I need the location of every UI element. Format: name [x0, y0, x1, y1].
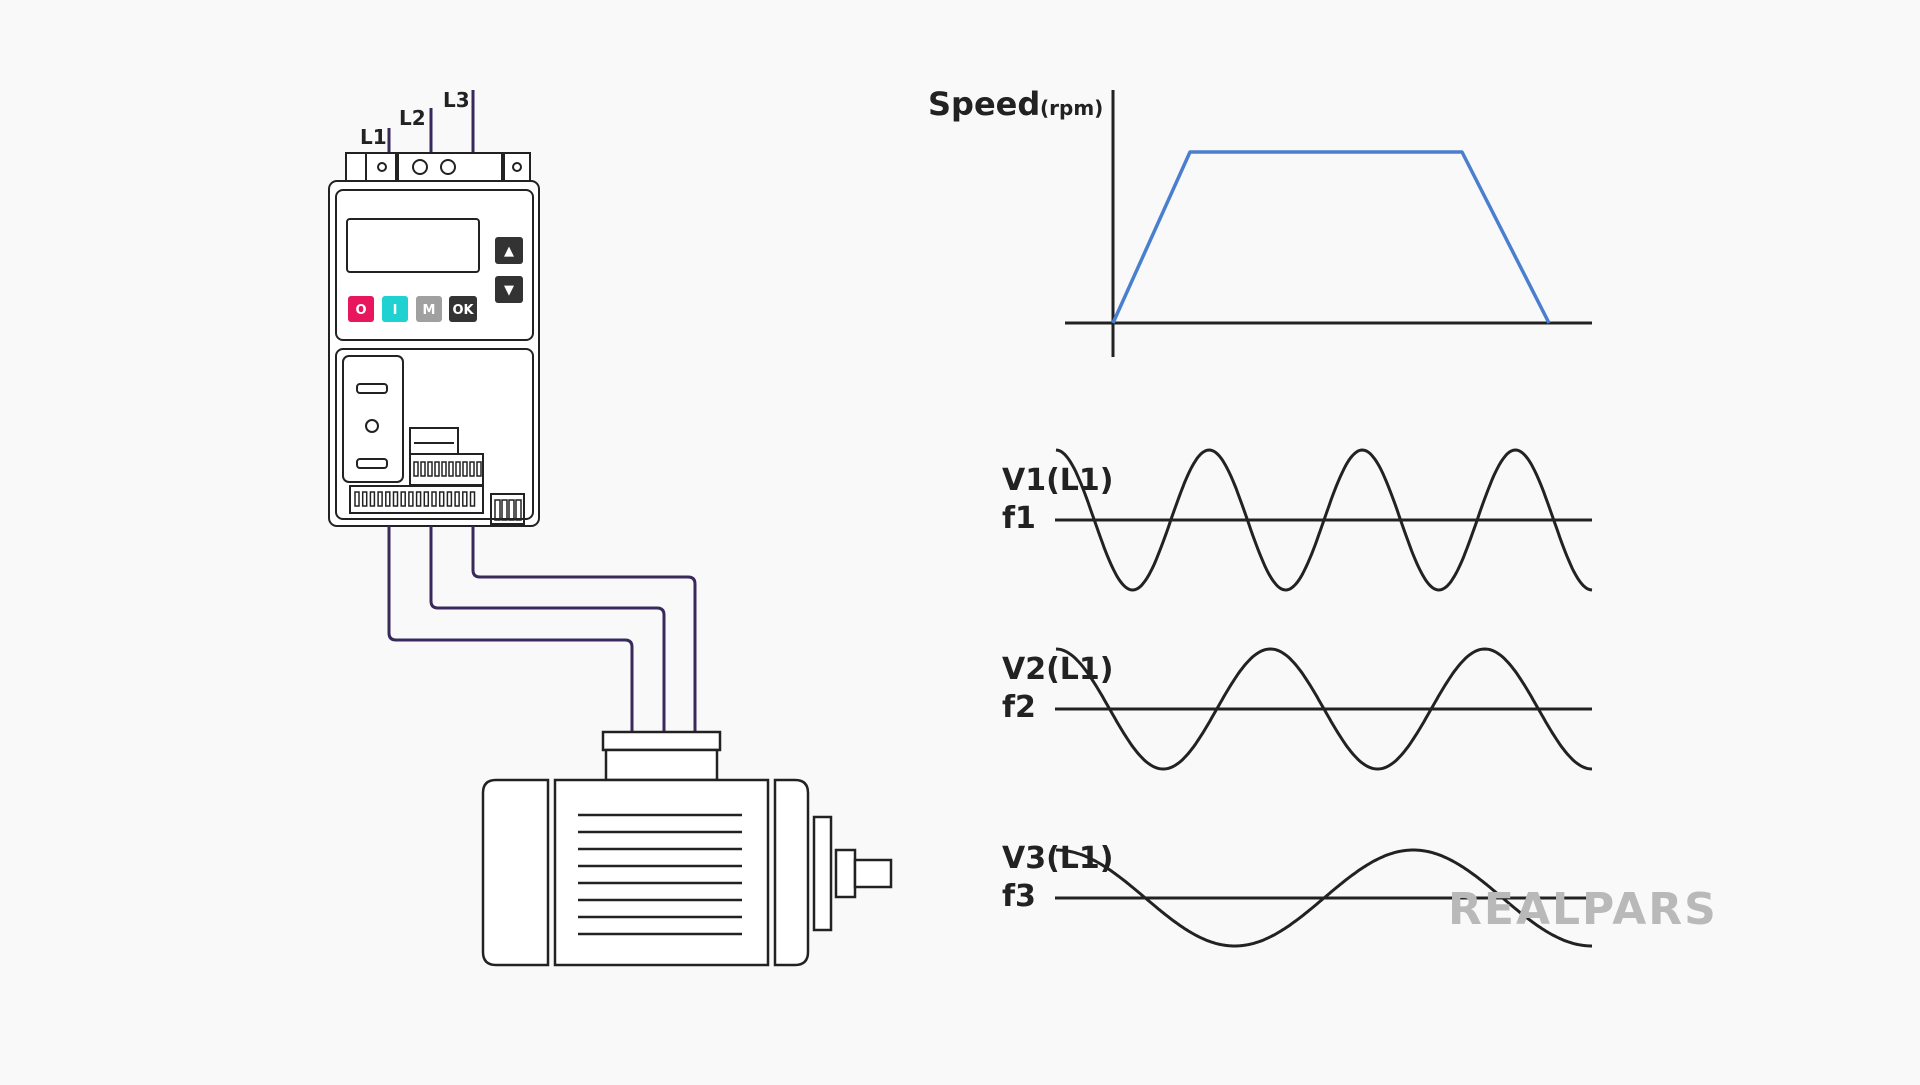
label-l1: L1 — [360, 125, 387, 149]
motor-shaft — [853, 858, 893, 889]
cable-u — [387, 526, 634, 732]
wave-label-2: V2(L1) — [1002, 652, 1114, 687]
terminal-pin — [392, 491, 399, 507]
terminal-pin — [446, 491, 453, 507]
waveform-2 — [1055, 647, 1593, 771]
terminal-pin — [441, 461, 447, 477]
input-lines — [387, 90, 475, 152]
terminal-screw — [412, 159, 428, 175]
cable-v — [429, 526, 666, 732]
terminal-panel — [335, 348, 534, 520]
terminal-pin — [515, 499, 522, 521]
speed-graph: Speed (rpm) — [928, 85, 1592, 357]
motor-terminal-box-base — [604, 748, 719, 782]
motor-flange-plate — [812, 815, 833, 932]
on-button[interactable] — [382, 296, 408, 322]
control-terminals-lower — [349, 485, 484, 514]
wave-label-1: V1(L1) — [1002, 463, 1114, 498]
terminal-pin — [454, 491, 460, 507]
terminal-pin — [469, 491, 476, 507]
terminal-pin — [408, 491, 414, 507]
motor-shaft-collar — [834, 848, 857, 899]
speed-profile-line — [1111, 150, 1551, 324]
terminal-pin — [413, 461, 419, 477]
io-cover-slot — [356, 383, 388, 394]
terminal-pin — [361, 491, 368, 507]
off-button[interactable] — [348, 296, 374, 322]
ok-button[interactable] — [449, 296, 477, 322]
motor — [481, 730, 893, 967]
terminal-block-left — [345, 152, 397, 182]
io-cover-screw — [365, 419, 379, 433]
terminal-pin — [462, 491, 468, 507]
terminal-screw — [512, 162, 522, 172]
terminal-pin — [385, 491, 391, 507]
mode-button[interactable] — [416, 296, 442, 322]
keypad-panel — [335, 189, 534, 341]
motor-front-flange — [773, 778, 810, 967]
waveform-1 — [1055, 448, 1593, 592]
motor-terminal-box — [601, 730, 722, 752]
terminal-pin — [369, 491, 376, 507]
motor-end-cap — [481, 778, 550, 967]
speed-axis-label: Speed — [928, 85, 1040, 123]
terminal-pin — [448, 461, 454, 477]
arrow-down-icon: ▼ — [504, 283, 514, 298]
terminal-block-right — [503, 152, 531, 182]
terminal-pin — [508, 499, 515, 521]
terminal-pin — [423, 491, 430, 507]
drive-body — [328, 180, 540, 527]
dip-switch — [490, 493, 525, 525]
speed-axis-unit: (rpm) — [1040, 96, 1103, 120]
waveform-3 — [1056, 848, 1592, 948]
label-l2: L2 — [399, 106, 426, 130]
terminal-pin — [501, 499, 508, 521]
terminal-pin — [415, 491, 422, 507]
terminal-pin — [427, 461, 433, 477]
terminal-pin — [462, 461, 468, 477]
on-button-label: I — [393, 303, 398, 318]
terminal-pin — [434, 461, 440, 477]
label-l3: L3 — [443, 88, 470, 112]
terminal-pin — [469, 461, 475, 477]
terminal-pins — [354, 461, 522, 521]
terminal-pin — [438, 491, 445, 507]
ok-button-label: OK — [452, 303, 474, 318]
terminal-pin — [455, 461, 461, 477]
off-button-label: O — [355, 303, 366, 318]
terminal-pin — [354, 491, 360, 507]
io-cover-slot — [356, 458, 388, 469]
terminal-screw — [440, 159, 456, 175]
arrow-down-button[interactable] — [495, 276, 523, 303]
output-cables — [387, 526, 697, 732]
wave-label-3: V3(L1) — [1002, 841, 1114, 876]
io-cover — [342, 355, 404, 483]
terminal-pin — [476, 461, 482, 477]
terminal-pin — [377, 491, 383, 507]
display-screen — [346, 218, 480, 273]
motor-cooling-fins — [578, 813, 742, 936]
wave-freq-label-3: f3 — [1002, 879, 1036, 914]
keypad-buttons: ▲ ▼ O I M OK — [348, 237, 523, 322]
vfd-drive — [328, 152, 540, 527]
terminal-pin — [431, 491, 437, 507]
arrow-up-icon: ▲ — [504, 244, 514, 259]
cable-w — [471, 526, 697, 732]
wave-freq-label-1: f1 — [1002, 501, 1036, 536]
terminal-pin — [420, 461, 426, 477]
wave-freq-label-2: f2 — [1002, 690, 1036, 725]
terminal-block-center — [397, 152, 503, 182]
motor-body — [553, 778, 770, 967]
terminal-screw — [377, 162, 387, 172]
terminal-pin — [400, 491, 406, 507]
terminal-pin — [494, 499, 501, 521]
realpars-logo: REALPARS — [1448, 884, 1718, 935]
arrow-up-button[interactable] — [495, 237, 523, 264]
mode-button-label: M — [423, 303, 436, 318]
